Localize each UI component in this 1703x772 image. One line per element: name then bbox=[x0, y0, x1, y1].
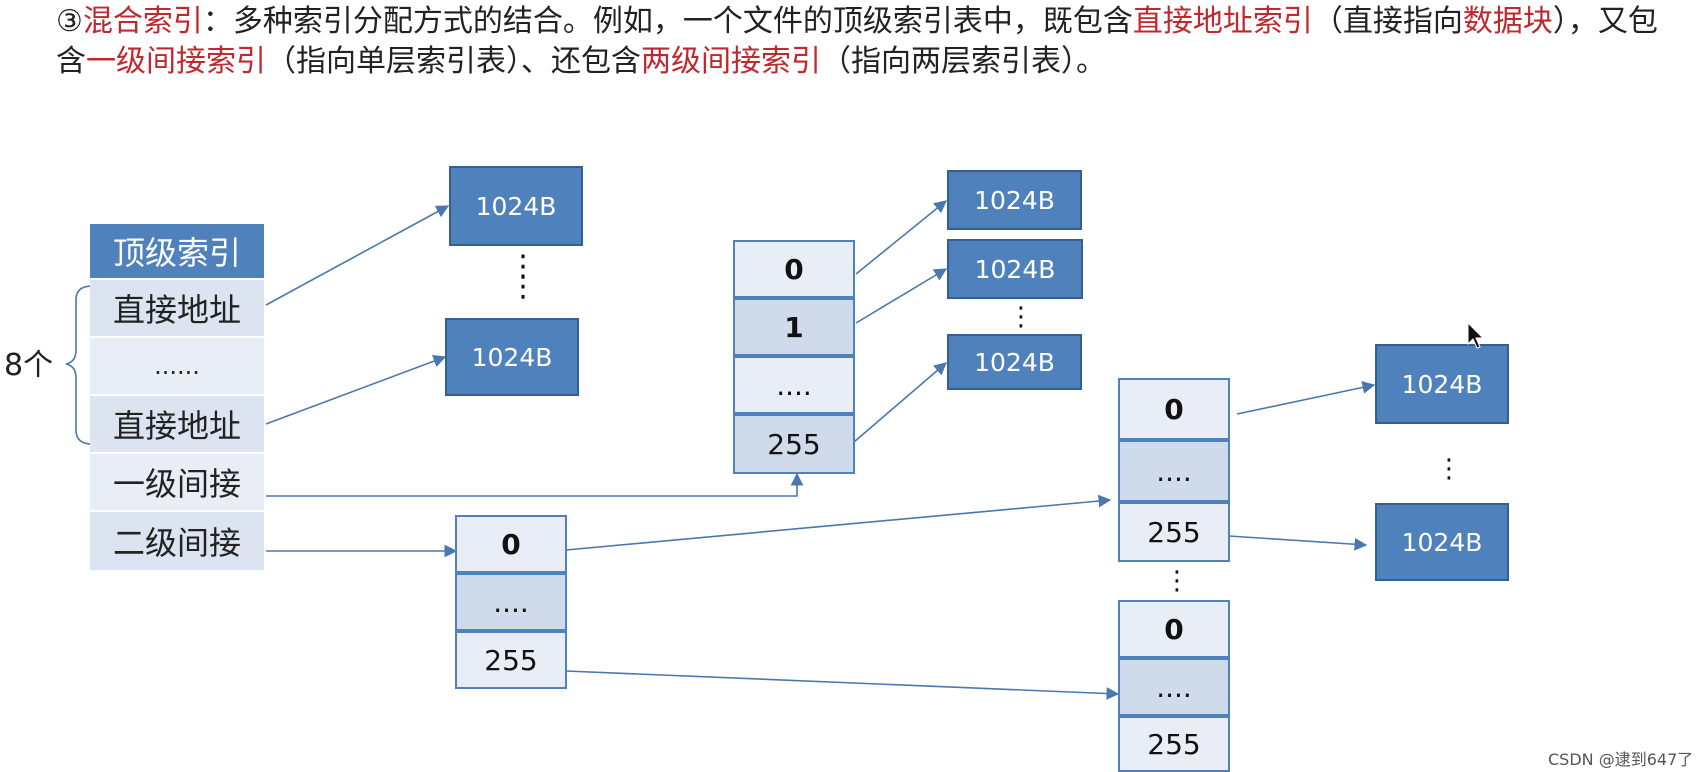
intro-text: ③混合索引：多种索引分配方式的结合。例如，一个文件的顶级索引表中，既包含直接地址… bbox=[56, 2, 1686, 82]
intro-number: ③ bbox=[56, 4, 83, 39]
top-index-row-direct-1: 直接地址 bbox=[90, 280, 264, 336]
arrow-idx1-255 bbox=[853, 362, 947, 443]
data-block-idx2-0: 1024B bbox=[1375, 344, 1509, 424]
idx2-l1-cell-dots: .... bbox=[455, 573, 567, 631]
intro-term-data-block: 数据块 bbox=[1462, 4, 1553, 39]
data-block-idx1-0: 1024B bbox=[947, 170, 1082, 230]
top-index-row-ellipsis: ...... bbox=[90, 338, 264, 394]
top-index-row-single-indirect: 一级间接 bbox=[90, 454, 264, 510]
intro-text-5: （指向两层索引表）。 bbox=[821, 44, 1106, 79]
idx2-l1-cell-255: 255 bbox=[455, 631, 567, 689]
idx2-l2a-cell-0: 0 bbox=[1118, 378, 1230, 440]
data-block-idx1-1: 1024B bbox=[947, 239, 1083, 299]
idx1-cell-255: 255 bbox=[733, 414, 855, 474]
idx2-l1-cell-0: 0 bbox=[455, 515, 567, 573]
data-block-idx1-255: 1024B bbox=[947, 334, 1082, 390]
intro-text-1: ：多种索引分配方式的结合。例如，一个文件的顶级索引表中，既包含 bbox=[202, 4, 1133, 39]
arrow-idx1-0 bbox=[855, 200, 947, 275]
intro-text-4: （指向单层索引表）、还包含 bbox=[266, 44, 641, 79]
idx2-l2b-cell-dots: .... bbox=[1118, 658, 1230, 716]
idx1-cell-1: 1 bbox=[733, 298, 855, 356]
idx2-l2b-cell-255: 255 bbox=[1118, 716, 1230, 772]
arrow-direct-1 bbox=[265, 205, 450, 306]
top-index-header: 顶级索引 bbox=[90, 224, 264, 278]
arrow-l2a-0 bbox=[1236, 381, 1376, 415]
arrow-l2a-255 bbox=[1228, 535, 1368, 551]
intro-term-single-indirect: 一级间接索引 bbox=[86, 44, 266, 79]
data-block-idx2-255: 1024B bbox=[1375, 503, 1509, 581]
intro-text-2: （直接指向 bbox=[1312, 4, 1463, 39]
arrow-direct-2 bbox=[265, 355, 447, 425]
intro-text-3: ），又包含 bbox=[56, 4, 1658, 79]
arrow-l1-255-to-l2b bbox=[565, 670, 1120, 700]
idx2-l2a-cell-255: 255 bbox=[1118, 502, 1230, 562]
intro-term-mixed-index: 混合索引 bbox=[82, 4, 203, 39]
arrow-idx1-1 bbox=[855, 268, 948, 324]
brace-label: 8个 bbox=[4, 348, 54, 383]
brace bbox=[65, 285, 93, 445]
data-block-direct-1: 1024B bbox=[449, 166, 583, 246]
idx1-cell-dots: .... bbox=[733, 356, 855, 414]
intro-term-direct: 直接地址索引 bbox=[1132, 4, 1313, 39]
idx2-l2b-cell-0: 0 bbox=[1118, 600, 1230, 658]
idx2-l2a-cell-dots: .... bbox=[1118, 440, 1230, 502]
watermark: CSDN @逮到647了 bbox=[1548, 750, 1694, 769]
top-index-row-direct-2: 直接地址 bbox=[90, 396, 264, 452]
top-index-row-double-indirect: 二级间接 bbox=[90, 512, 264, 570]
arrow-single-indirect bbox=[266, 472, 804, 497]
data-block-direct-2: 1024B bbox=[445, 318, 579, 396]
intro-term-double-indirect: 两级间接索引 bbox=[641, 44, 821, 79]
idx1-cell-0: 0 bbox=[733, 240, 855, 298]
arrow-l1-0-to-l2a bbox=[565, 494, 1112, 551]
